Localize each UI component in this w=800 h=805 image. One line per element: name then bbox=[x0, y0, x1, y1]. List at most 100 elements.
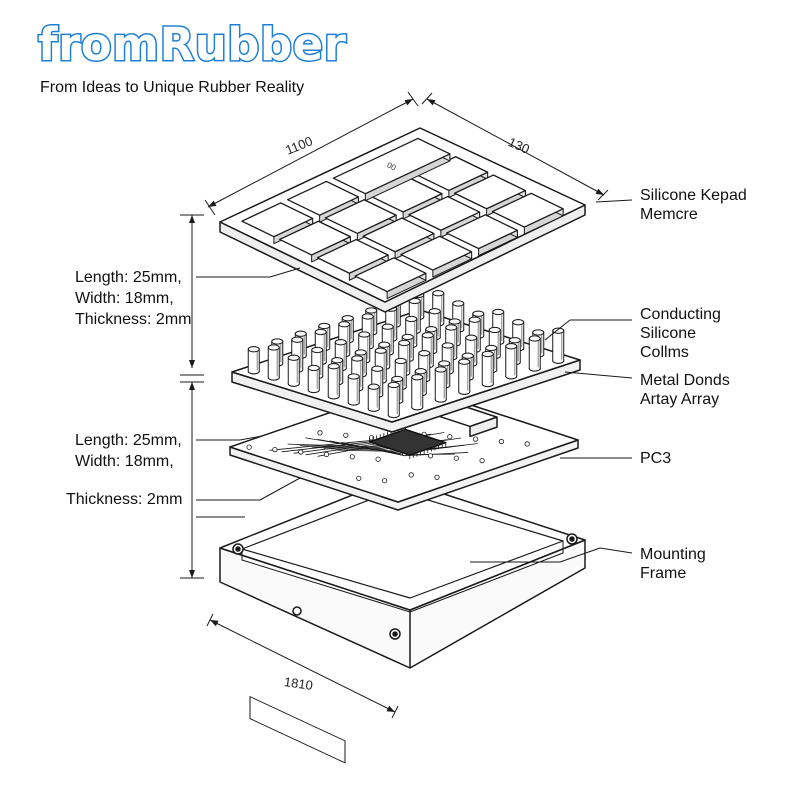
pcb-connector-side bbox=[469, 416, 498, 438]
column-top bbox=[267, 344, 280, 351]
column-top bbox=[391, 375, 404, 383]
column-top bbox=[347, 373, 360, 380]
column-top bbox=[374, 347, 387, 354]
pcb-via bbox=[375, 456, 381, 462]
pcb-via bbox=[453, 455, 459, 461]
spec-leader-lower-thickness bbox=[259, 477, 301, 501]
column-top bbox=[378, 341, 391, 348]
dim-arrow bbox=[189, 382, 195, 390]
keypad-key bbox=[241, 202, 314, 238]
spec-leader-lower bbox=[239, 435, 263, 441]
dim-tick bbox=[391, 705, 399, 719]
keypad-key bbox=[278, 220, 352, 256]
pcb-via bbox=[343, 432, 349, 438]
column-top bbox=[327, 363, 340, 370]
column-top bbox=[365, 307, 378, 314]
keypad-key bbox=[354, 257, 427, 293]
label-metal-line2: Artay Array bbox=[640, 391, 720, 408]
column-top bbox=[291, 336, 304, 343]
dim-tick bbox=[206, 613, 214, 627]
column-top bbox=[434, 366, 447, 373]
keypad-membrane: 00 bbox=[219, 127, 586, 313]
column-top bbox=[334, 339, 347, 346]
label-columns-line3: Collms bbox=[640, 344, 689, 361]
column-top bbox=[381, 323, 394, 330]
column-top bbox=[354, 349, 367, 356]
pcb-layer bbox=[229, 384, 579, 511]
keypad-key bbox=[362, 217, 435, 253]
column-top bbox=[351, 355, 364, 362]
keypad-key bbox=[324, 199, 397, 235]
column-top bbox=[505, 343, 518, 350]
pcb-via bbox=[427, 453, 434, 459]
column-top bbox=[485, 344, 498, 352]
brand-logo: fromRubber bbox=[36, 18, 347, 71]
spec-upper-thickness: Thickness: 2mm bbox=[75, 311, 192, 328]
leader-frame bbox=[559, 547, 601, 563]
dim-line-top-right bbox=[426, 98, 605, 196]
column-top bbox=[421, 332, 434, 339]
spec-leader-upper bbox=[269, 267, 301, 278]
frame-side-hole bbox=[292, 606, 302, 616]
column-top bbox=[361, 313, 374, 320]
column-top bbox=[445, 324, 458, 331]
column-top bbox=[448, 318, 461, 325]
column-top bbox=[481, 350, 494, 358]
column-top bbox=[405, 315, 418, 323]
column-top bbox=[371, 365, 384, 372]
column-top bbox=[401, 333, 414, 341]
dim-arrow bbox=[404, 99, 413, 106]
keypad-key bbox=[453, 174, 527, 210]
dim-line-top-left bbox=[207, 98, 414, 208]
column-top bbox=[314, 328, 327, 336]
keypad-key bbox=[408, 195, 481, 231]
column-top bbox=[461, 352, 474, 359]
dim-tick bbox=[421, 92, 433, 105]
pcb-via bbox=[317, 430, 323, 436]
column-top bbox=[508, 337, 521, 344]
column-top bbox=[287, 354, 300, 361]
column-top bbox=[425, 326, 438, 333]
pcb-via bbox=[323, 451, 330, 457]
pcb-via bbox=[479, 457, 485, 464]
spec-lower-thickness: Thickness: 2mm bbox=[66, 491, 183, 508]
column-top bbox=[438, 360, 451, 367]
keypad-key bbox=[316, 238, 389, 274]
column-top bbox=[465, 334, 478, 341]
column-top bbox=[367, 383, 380, 390]
column-top bbox=[428, 308, 441, 315]
dimension-and-leader-lines bbox=[180, 91, 633, 719]
column-top bbox=[294, 330, 307, 337]
label-metal-line1: Metal Donds bbox=[640, 372, 730, 389]
spec-lower-width: Width: 18mm, bbox=[75, 453, 174, 470]
frame-side-recess bbox=[249, 696, 346, 764]
column-top bbox=[411, 374, 424, 381]
label-columns-line2: Silicone bbox=[640, 325, 697, 342]
dim-line-bottom bbox=[209, 619, 396, 713]
column-top bbox=[472, 310, 485, 317]
label-frame-line1: Mounting bbox=[640, 546, 706, 563]
pcb-via bbox=[356, 475, 362, 481]
pcb-via bbox=[447, 434, 453, 440]
frame-screw-center bbox=[235, 546, 241, 552]
dim-arrow bbox=[427, 99, 436, 106]
column-top bbox=[307, 364, 320, 372]
keypad-key bbox=[400, 235, 473, 271]
spec-upper-width: Width: 18mm, bbox=[75, 290, 174, 307]
pcb-via bbox=[434, 474, 440, 480]
column-top bbox=[414, 368, 427, 375]
pcb-via bbox=[498, 438, 504, 445]
column-top bbox=[341, 315, 354, 322]
keypad-key bbox=[491, 192, 564, 228]
column-top bbox=[418, 350, 431, 357]
keypad-key bbox=[445, 214, 518, 250]
column-top bbox=[271, 338, 284, 345]
column-top bbox=[387, 381, 400, 389]
dim-tick bbox=[204, 199, 216, 216]
column-top bbox=[358, 331, 371, 338]
label-keypad-line1: Silicone Kepad bbox=[640, 187, 747, 204]
pcb-via bbox=[349, 454, 355, 460]
dim-tick bbox=[597, 189, 609, 201]
frame-top-rim bbox=[219, 477, 586, 611]
